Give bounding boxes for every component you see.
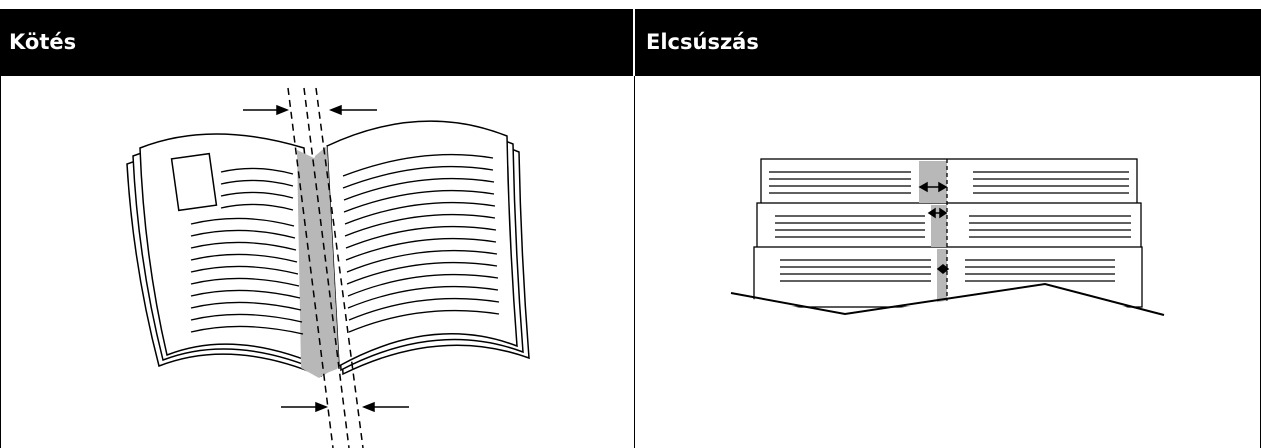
- shift-highlight-3: [937, 249, 947, 307]
- header-cell-binding: Kötés: [9, 30, 77, 54]
- shift-cell: [635, 76, 1260, 448]
- feature-table: Kötés Elcsúszás: [0, 9, 1261, 448]
- cell-border-left: [0, 76, 1, 448]
- cell-border-middle: [634, 76, 635, 448]
- shift-highlight-1: [919, 161, 947, 203]
- header-cell-shift: Elcsúszás: [646, 30, 759, 54]
- stacked-pages-shift-icon: [730, 158, 1165, 448]
- binding-cell: [1, 76, 634, 448]
- header-divider: [633, 9, 635, 76]
- table-header: Kötés Elcsúszás: [0, 9, 1261, 76]
- open-book-binding-icon: [126, 87, 530, 448]
- table-body-row: [0, 76, 1261, 448]
